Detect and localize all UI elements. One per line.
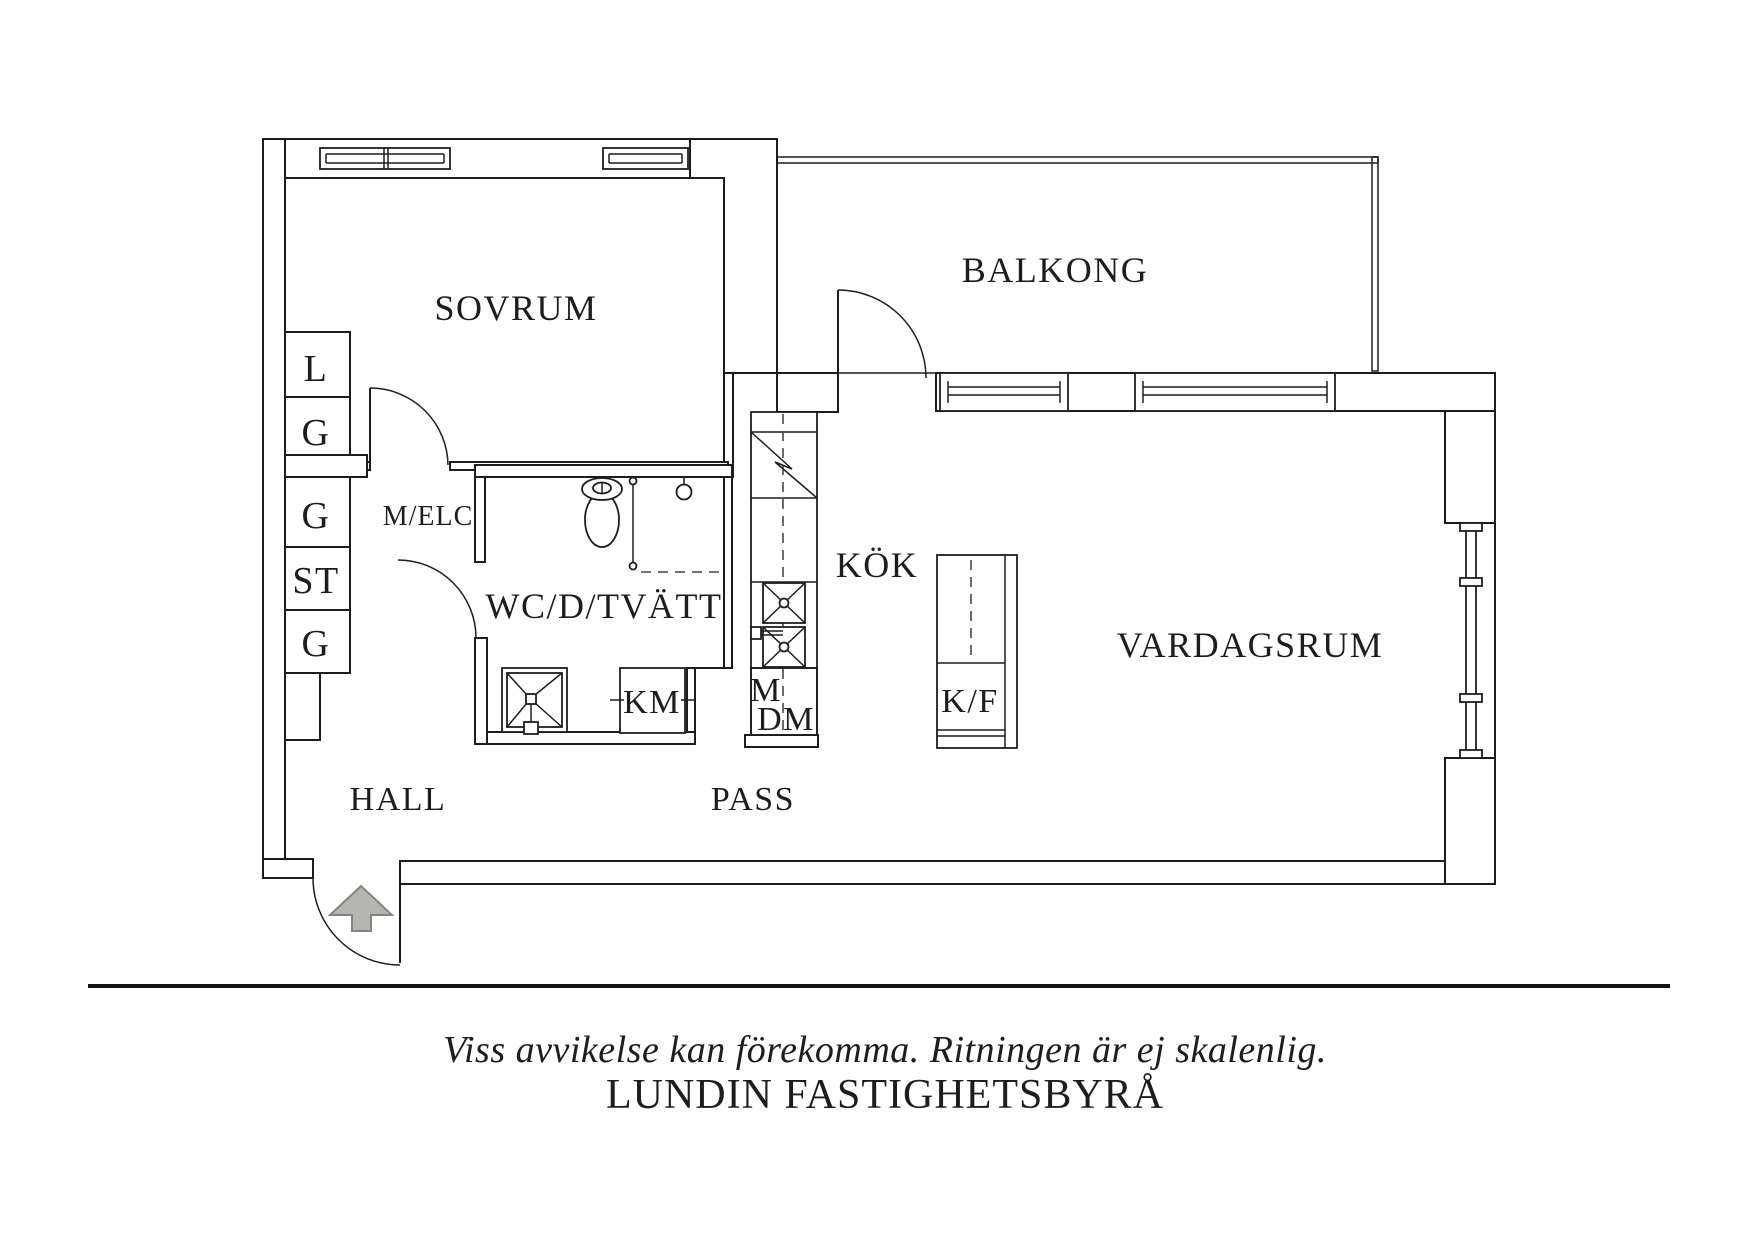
wall-wc-west-lower [474, 637, 488, 745]
tall-cabinet-icon [750, 431, 818, 499]
livingroom-east-window [1445, 522, 1495, 759]
label-hall: HALL [350, 781, 447, 818]
fridge-freezer-unit: K/F [936, 554, 1018, 749]
wall-right-lower [1444, 757, 1496, 885]
wall-left [262, 138, 286, 862]
room-labels: SOVRUM BALKONG KÖK VARDAGSRUM WC/D/TVÄTT… [350, 250, 1383, 818]
wall-closet-band [284, 454, 368, 478]
shower-head-icon [672, 476, 696, 501]
footer-disclaimer: Viss avvikelse kan förekomma. Ritningen … [443, 1029, 1327, 1071]
kf-label: K/F [941, 683, 998, 720]
faucet-icon [750, 626, 762, 640]
closet-upper-box [284, 331, 351, 456]
wall-wc-north [474, 464, 733, 478]
closet-label: G [302, 623, 331, 665]
sovrum-windows [319, 147, 689, 170]
kitchen-counter: M DM [750, 411, 818, 738]
closet-label: G [302, 412, 331, 454]
kf-outline [936, 554, 1018, 749]
balcony-railing-right [1371, 156, 1379, 372]
wc-door-arc [397, 559, 477, 639]
wall-melc-east [474, 466, 486, 563]
balcony-door-arc [837, 289, 927, 379]
washing-machine-icon: KM [610, 667, 695, 734]
closets: L G G ST G [284, 331, 351, 741]
sovrum-door-arc [369, 387, 449, 466]
closet-label: ST [292, 560, 339, 602]
shower-rod-icon [628, 476, 724, 573]
footer-divider [88, 984, 1670, 988]
doors [312, 387, 477, 966]
interior-walls [284, 372, 819, 748]
footer: Viss avvikelse kan förekomma. Ritningen … [88, 984, 1670, 1118]
entrance-door-arc [312, 877, 401, 966]
window-frame [319, 147, 451, 170]
window-frame [602, 147, 689, 170]
oven-dishwasher-box: M DM [750, 667, 818, 738]
dm-label: DM [757, 701, 815, 738]
bathroom-fixtures: KM [501, 476, 724, 735]
wall-bottom-left [262, 858, 314, 879]
balcony [776, 156, 1496, 413]
wall-wc-east-upper [723, 476, 733, 669]
shower-tray-icon [501, 667, 568, 735]
label-melc: M/ELC [383, 501, 474, 532]
label-pass: PASS [711, 781, 795, 818]
label-kok: KÖK [836, 545, 919, 585]
entrance-arrow-icon [327, 884, 395, 932]
closet-lower-box [284, 476, 351, 674]
wall-bottom [399, 860, 1496, 885]
wall-balcony-door-jamb [776, 372, 839, 413]
km-label: KM [623, 684, 681, 721]
kitchen-sink-icon [750, 582, 806, 668]
footer-brand: LUNDIN FASTIGHETSBYRÅ [606, 1072, 1164, 1118]
label-sovrum: SOVRUM [434, 288, 597, 328]
livingroom-north-window-1 [939, 372, 1069, 412]
label-wc: WC/D/TVÄTT [486, 586, 723, 626]
label-balkong: BALKONG [962, 250, 1149, 290]
closet-stub [284, 672, 321, 741]
closet-label: L [304, 348, 329, 390]
m-label: M [750, 672, 782, 709]
livingroom-north-window-2 [1134, 372, 1336, 412]
label-vardagsrum: VARDAGSRUM [1117, 625, 1383, 665]
balcony-railing-top [776, 156, 1379, 164]
toilet-icon [581, 477, 623, 548]
wall-balcony-west [689, 138, 778, 374]
closet-label: G [302, 495, 331, 537]
